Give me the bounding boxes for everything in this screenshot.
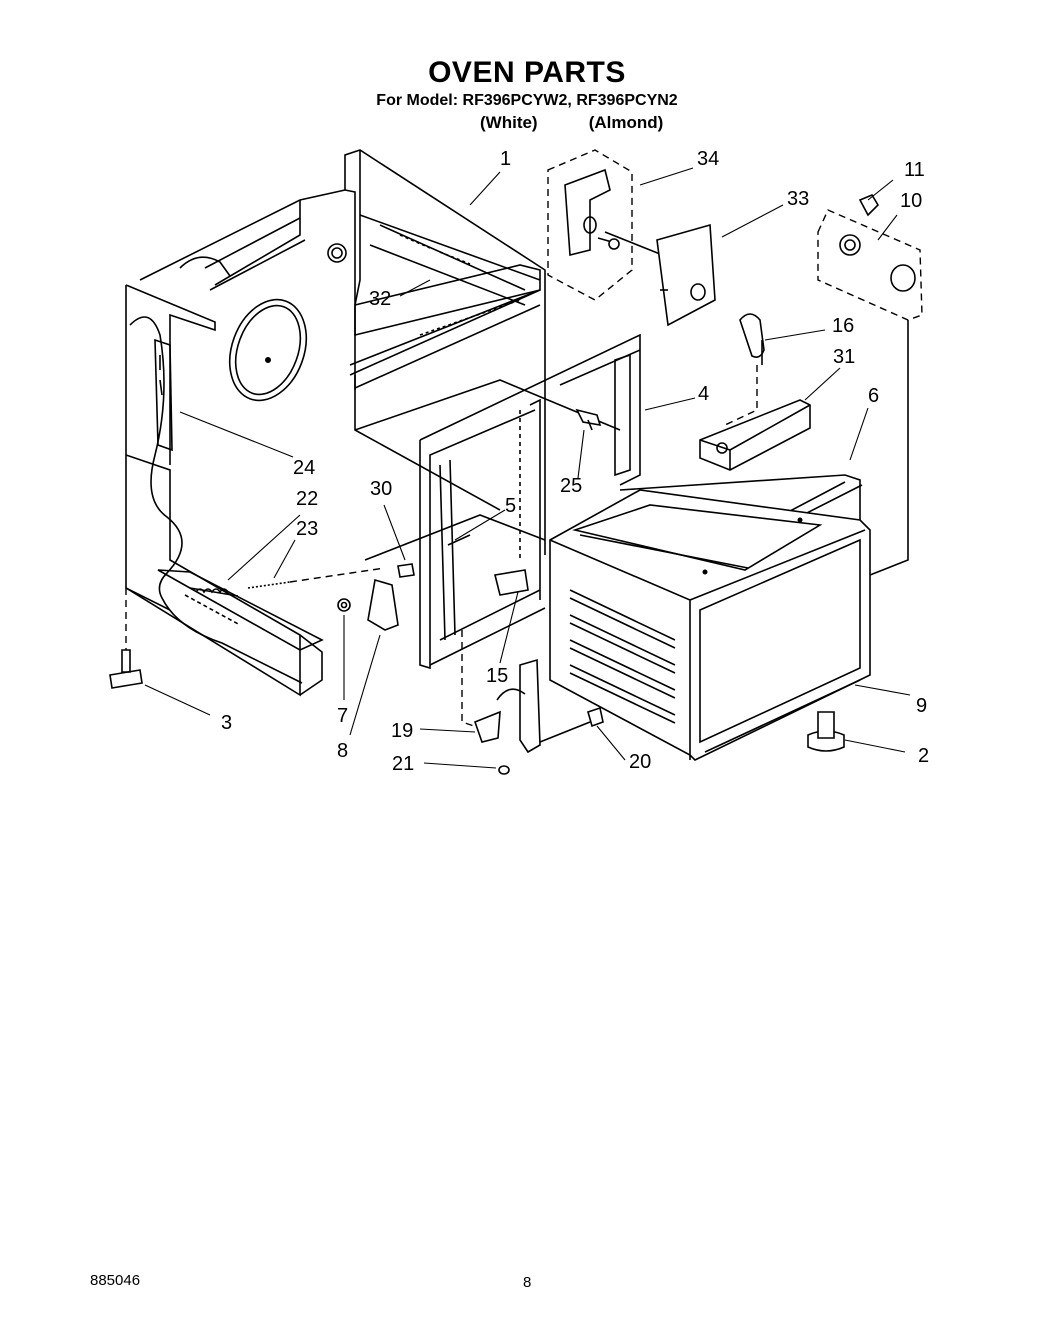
callout-4: 4: [698, 383, 709, 405]
oven-cavity-drawing: [125, 149, 641, 697]
color-almond-label: (Almond): [588, 113, 664, 132]
page-title: OVEN PARTS: [428, 56, 626, 89]
callout-2: 2: [918, 745, 929, 767]
callout-10: 10: [900, 190, 922, 212]
part-callouts: 1 34 33 11 10 32 16 31 4 6 24 25 22 30 5…: [221, 148, 929, 775]
callout-1: 1: [500, 148, 511, 170]
callout-15: 15: [486, 665, 508, 687]
callout-32: 32: [369, 288, 391, 310]
callout-11: 11: [904, 159, 925, 181]
callout-6: 6: [868, 385, 879, 407]
callout-5: 5: [505, 495, 516, 517]
callout-22: 22: [296, 488, 318, 510]
callout-9: 9: [916, 695, 927, 717]
callout-25: 25: [560, 475, 582, 497]
callout-30: 30: [370, 478, 392, 500]
callout-24: 24: [293, 457, 315, 479]
callout-33: 33: [787, 188, 809, 210]
leader-lines: [144, 167, 911, 769]
callout-34: 34: [697, 148, 719, 170]
callout-20: 20: [629, 751, 651, 773]
page-number: 8: [523, 1274, 532, 1291]
callout-8: 8: [337, 740, 348, 762]
callout-31: 31: [833, 346, 855, 368]
callout-21: 21: [392, 753, 414, 775]
model-line: For Model: RF396PCYW2, RF396PCYN2: [376, 92, 678, 109]
color-white-label: (White): [480, 113, 538, 132]
document-number: 885046: [90, 1272, 141, 1289]
callout-23: 23: [296, 518, 318, 540]
callout-7: 7: [337, 705, 348, 727]
small-parts-drawing: [109, 149, 923, 775]
callout-16: 16: [832, 315, 854, 337]
oven-liner-drawing: [549, 489, 871, 761]
callout-3: 3: [221, 712, 232, 734]
color-variants: (White) (Almond): [480, 113, 663, 133]
callout-19: 19: [391, 720, 413, 742]
